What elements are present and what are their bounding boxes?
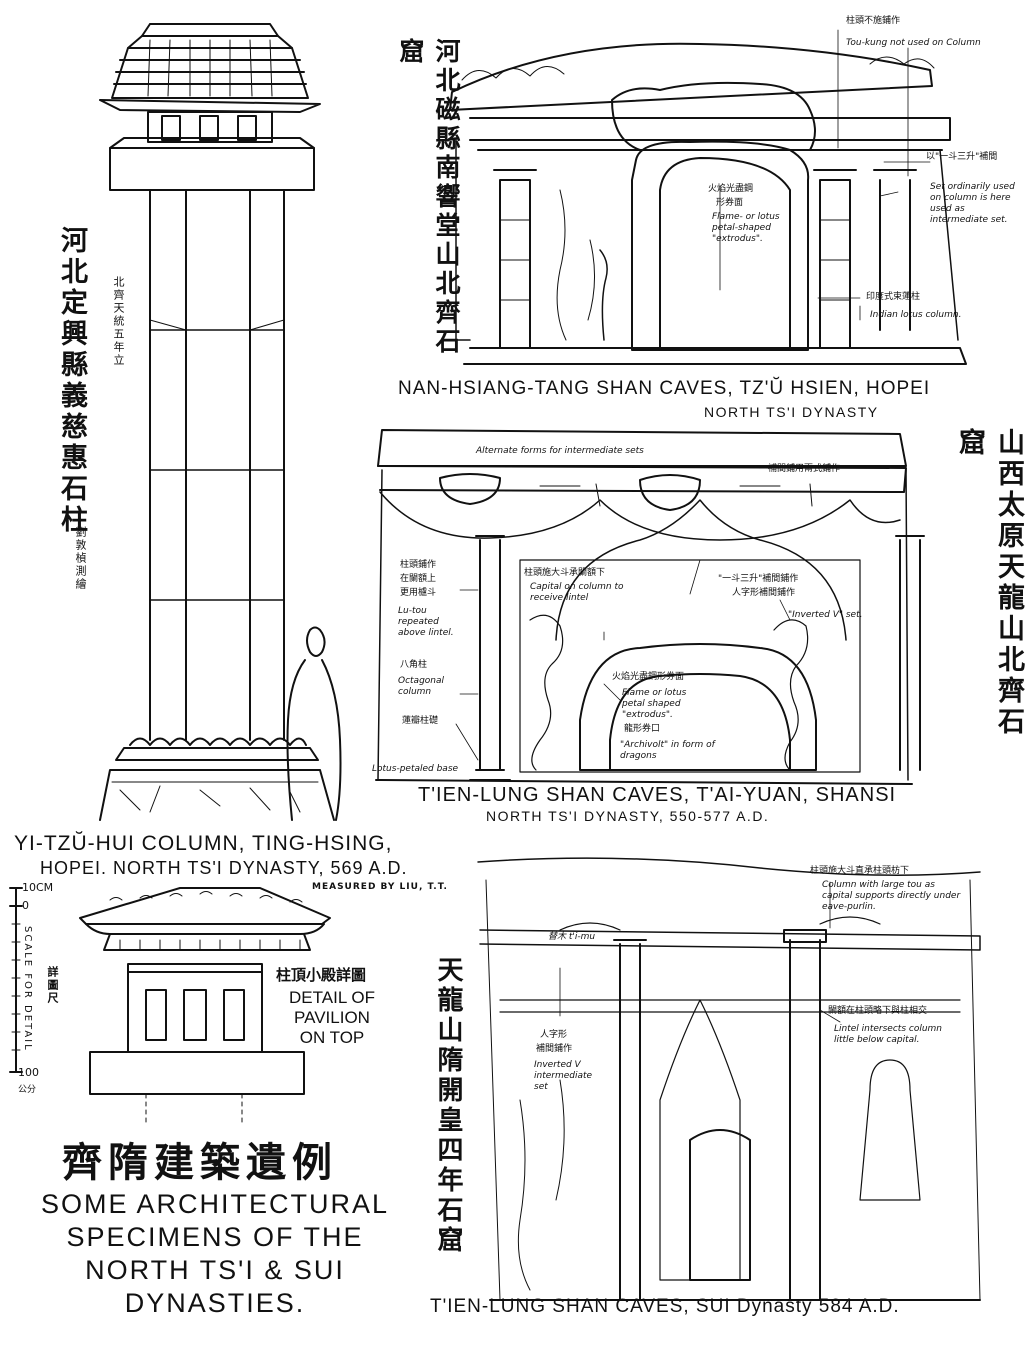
plate-title-line1: SOME ARCHITECTURAL (40, 1189, 390, 1219)
timu-note: 替木 t'i-mu (548, 932, 596, 942)
lotus-base-cn-note: 蓮瓣柱礎 (402, 716, 439, 726)
scale-zero-label: 0 (22, 899, 29, 912)
sui-column-cn-note: 柱頭施大斗直承柱頭枋下 (810, 866, 910, 876)
flame-note: Flame- or lotus petal-shaped "extrodus". (712, 212, 780, 244)
lutou-cn-note-3: 更用櫨斗 (400, 588, 437, 598)
lotus-column-cn-note: 印度式束蓮柱 (866, 292, 921, 302)
set-note: Set ordinarily used on column is here us… (930, 182, 1015, 225)
sui-inverted-cn-note-1: 人字形 (540, 1030, 568, 1040)
capital-note: Capital on column to receive lintel (530, 582, 624, 603)
lotus-column-note: Indian lotus column. (870, 310, 962, 320)
sui-inverted-note: Inverted V intermediate set (534, 1060, 593, 1092)
alternate-note: Alternate forms for intermediate sets (476, 446, 644, 456)
tien-lung-cave-drawing (375, 429, 925, 785)
lutou-cn-note-1: 柱頭鋪作 (400, 560, 437, 570)
plate-title-line4: DYNASTIES. (124, 1288, 306, 1318)
scale-bottom-label: 100 (18, 1066, 39, 1079)
scale-cn-label: 詳圖尺 (46, 966, 59, 1005)
sui-cave-drawing (477, 857, 981, 1301)
pavilion-cn-label: 柱頂小殿詳圖 (276, 966, 367, 984)
toukung-note: Tou-kung not used on Column (846, 38, 981, 48)
sui-lintel-cn-note: 闌額在柱頭略下與柱相交 (828, 1006, 928, 1016)
inverted-note: "Inverted V" set. (788, 610, 863, 620)
column-cn-title: 河北定興縣義慈惠石柱 (56, 226, 87, 536)
scale-label: SCALE FOR DETAIL (22, 926, 33, 1052)
capital-cn-note: 柱頭施大斗承闌額下 (524, 568, 606, 578)
lutou-note: Lu-tou repeated above lintel. (398, 606, 454, 638)
plate-title-line3: NORTH TS'I & SUI (85, 1255, 345, 1285)
lutou-cn-note-2: 在闌額上 (400, 574, 437, 584)
archivolt-cn-note: 龍形券口 (624, 724, 661, 734)
octagonal-cn-note: 八角柱 (400, 660, 428, 670)
nan-hsiang-caption: NAN-HSIANG-TANG SHAN CAVES, TZ'Ŭ HSIEN, … (398, 378, 931, 399)
toukung-cn-note: 柱頭不施鋪作 (846, 16, 901, 26)
column-caption-line1: YI-TZŬ-HUI COLUMN, TING-HSING, (14, 832, 393, 855)
plate-title-cn: 齊隋建築遺例 (62, 1139, 338, 1186)
column-cn-date: 北齊天統五年立 (112, 276, 125, 367)
measured-by-label: MEASURED BY LIU, T.T. (312, 882, 448, 892)
sui-column-note: Column with large tou as capital support… (822, 880, 961, 912)
plate-title-line2: SPECIMENS OF THE (66, 1222, 364, 1252)
inverted-cn-note-2: 人字形補間鋪作 (732, 588, 796, 598)
sui-inverted-cn-note-2: 補間鋪作 (536, 1044, 573, 1054)
flame2-note: Flame or lotus petal shaped "extrodus". (622, 688, 687, 720)
pavilion-label: DETAIL OF PAVILION ON TOP (289, 988, 375, 1047)
inverted-cn-note-1: "一斗三升"補間鋪作 (718, 574, 799, 584)
flame-cn-note-2: 形券面 (716, 198, 744, 208)
nan-hsiang-cn-title: 河北磁縣南響堂山北齊石窟 (396, 38, 461, 357)
sui-lintel-note: Lintel intersects column little below ca… (834, 1024, 942, 1045)
lotus-base-note: Lotus-petaled base (372, 764, 459, 774)
octagonal-note: Octagonal column (398, 676, 445, 697)
scale-bottom-cn-label: 公分 (18, 1085, 37, 1095)
flame2-cn-note: 火焰光盡鋼形券面 (612, 672, 685, 682)
archivolt-note: "Archivolt" in form of dragons (620, 740, 715, 761)
sui-caption: T'IEN-LUNG SHAN CAVES, SUI Dynasty 584 A… (430, 1296, 900, 1317)
pavilion-detail-drawing (9, 887, 331, 1125)
flame-cn-note: 火焰光盡鋼 (708, 184, 754, 194)
sui-cn-title: 天龍山隋開皇四年石窟 (433, 956, 463, 1256)
nan-hsiang-subcaption: NORTH TS'I DYNASTY (704, 404, 879, 420)
tien-lung-subcaption: NORTH TS'I DYNASTY, 550-577 A.D. (486, 808, 770, 824)
nan-hsiang-cave-drawing (449, 29, 967, 365)
scale-top-label: 10CM (22, 881, 54, 894)
column-caption-line2: HOPEI. NORTH TS'I DYNASTY, 569 A.D. (40, 858, 408, 878)
alternate-cn-note: 補間鋪用兩式鋪作 (768, 464, 841, 474)
stone-column-drawing (99, 23, 342, 821)
tien-lung-caption: T'IEN-LUNG SHAN CAVES, T'AI-YUAN, SHANSI (418, 784, 897, 806)
plate-title-en: SOME ARCHITECTURAL SPECIMENS OF THE NORT… (30, 1188, 400, 1320)
tien-lung-cn-title: 山西太原天龍山北齊石窟 (954, 428, 1024, 738)
column-cn-measured: 劉敦楨測繪 (74, 526, 87, 591)
set-cn-note: 以"一斗三升"補間 (926, 152, 998, 162)
